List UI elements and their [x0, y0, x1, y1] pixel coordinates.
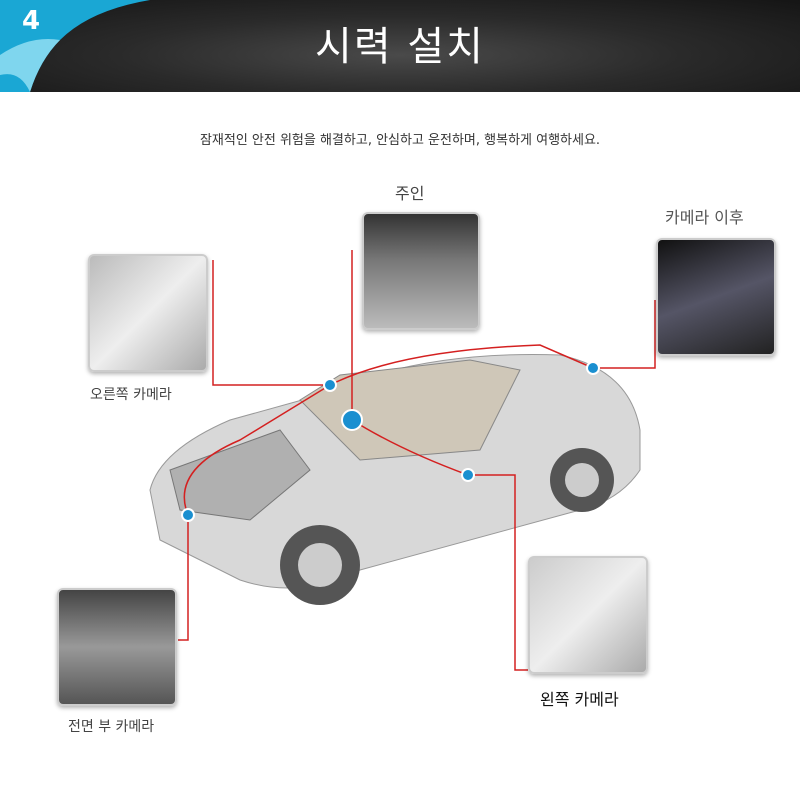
page-curl-icon	[0, 0, 150, 92]
front-camera-label: 전면 부 카메라	[68, 719, 155, 735]
rear-camera-photo	[656, 238, 776, 356]
left-camera-photo	[528, 556, 648, 674]
camera-markers	[181, 361, 600, 522]
main-unit-photo	[362, 212, 480, 330]
car-illustration	[149, 354, 641, 605]
rear-camera-label: 카메라 이후	[665, 208, 744, 227]
right-camera-photo	[88, 254, 208, 372]
page-title: 시력 설치	[315, 24, 485, 70]
left-camera-label: 왼쪽 카메라	[540, 690, 619, 709]
header-banner: 4 시력 설치	[0, 0, 800, 92]
right-camera-label: 오른쪽 카메라	[90, 387, 172, 403]
wiring	[178, 250, 656, 671]
front-camera-photo	[57, 588, 177, 706]
subtitle: 잠재적인 안전 위험을 해결하고, 안심하고 운전하며, 행복하게 여행하세요.	[199, 133, 601, 148]
step-number: 4	[22, 6, 41, 36]
main-unit-label: 주인	[395, 184, 425, 203]
